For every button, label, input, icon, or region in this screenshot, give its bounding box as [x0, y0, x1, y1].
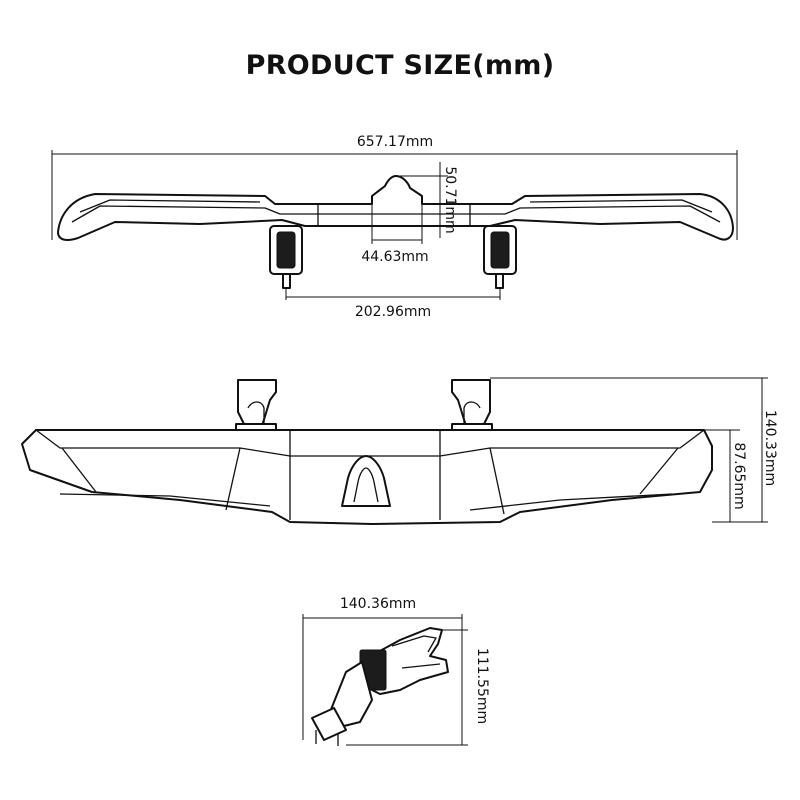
left-mount-bolt [282, 273, 291, 289]
left-mount-clamp [276, 231, 296, 269]
left-mount-top [269, 225, 303, 289]
center-fin-inner [353, 467, 379, 503]
spoiler-top-body [57, 175, 734, 241]
front-left-crease [61, 447, 97, 493]
side-wing-line [401, 663, 441, 669]
right-mount-front [451, 379, 493, 431]
diagram-title: PRODUCT SIZE(mm) [245, 50, 555, 81]
side-height-label: 111.55mm [474, 648, 490, 724]
right-bracket-detail [463, 401, 481, 424]
spoiler-left-ridge [79, 199, 261, 213]
spoiler-right-ridge [529, 199, 713, 213]
mount-spacing-label: 202.96mm [355, 304, 431, 320]
side-view: 140.36mm 111.55mm [302, 596, 490, 746]
front-left-lower-line [59, 493, 271, 507]
front-right-crease [639, 447, 679, 495]
top-view: 657.17mm [51, 134, 738, 320]
center-width-label: 44.63mm [361, 249, 428, 265]
left-mount-front [235, 379, 277, 431]
left-bracket-detail [247, 401, 265, 424]
center-fin-front [341, 455, 391, 507]
front-view: 140.33mm 87.65mm [21, 377, 778, 525]
front-right-lower-line [469, 493, 673, 511]
overall-length-label: 657.17mm [357, 134, 433, 150]
right-bracket-front [451, 379, 491, 429]
right-mount-top [483, 225, 517, 289]
right-mount-bolt [495, 273, 504, 289]
side-foot [311, 707, 347, 741]
side-wing-profile [371, 627, 449, 695]
spoiler-top-edge-line [71, 205, 721, 223]
center-height-label: 50.71mm [442, 166, 458, 233]
wing-height-label: 87.65mm [731, 442, 747, 509]
side-wing-ridge [391, 635, 437, 653]
side-depth-label: 140.36mm [340, 596, 416, 612]
right-mount-clamp [490, 231, 510, 269]
front-left-inner-crease [225, 447, 241, 511]
left-bracket-front [237, 379, 277, 429]
front-right-inner-crease [489, 447, 505, 515]
total-height-label: 140.33mm [762, 410, 778, 486]
